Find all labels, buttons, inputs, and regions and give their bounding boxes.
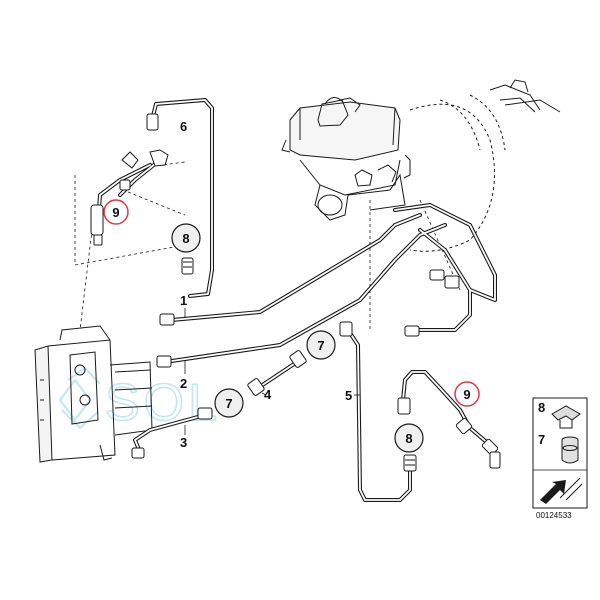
callout-4: 4: [261, 387, 272, 402]
callout-2: 2: [180, 360, 187, 391]
callout-7-center-circle: [306, 330, 336, 360]
abs-unit: [34, 325, 153, 463]
callout-6: 6: [180, 119, 187, 134]
callout-8-left-label: 8: [182, 231, 189, 246]
callout-4-label: 4: [264, 387, 272, 402]
part-number: 00124533: [536, 511, 572, 520]
watermark: SOL: [58, 366, 221, 433]
callout-5: 5: [345, 388, 360, 403]
callout-7-center: 7: [306, 330, 336, 360]
callout-9-right: 9: [454, 381, 480, 407]
callout-9-right-circle: [454, 381, 480, 407]
callout-9-right-label: 9: [463, 387, 470, 402]
callout-8-right-circle: [394, 423, 424, 453]
arrow-icon: [536, 474, 584, 504]
watermark-text: SOL: [105, 374, 221, 432]
callout-2-label: 2: [180, 376, 187, 391]
callout-7-left-circle: [214, 388, 244, 418]
clip-icon: [551, 405, 581, 429]
callout-7-center-label: 7: [317, 338, 324, 353]
callout-6-label: 6: [180, 119, 187, 134]
callout-1-label: 1: [180, 293, 187, 308]
parts-legend: 8 7 00124533: [532, 397, 588, 520]
callout-7-left-label: 7: [225, 396, 232, 411]
callout-8-left-circle: [171, 223, 201, 253]
callout-5-label: 5: [345, 388, 352, 403]
callout-1: 1: [180, 293, 187, 318]
callout-9-left-circle: [103, 199, 129, 225]
callout-8-right-label: 8: [405, 431, 412, 446]
callout-9-left: 9: [103, 199, 129, 225]
legend-item-8-label: 8: [538, 400, 545, 415]
legend-item-7-label: 7: [538, 432, 545, 447]
callout-7-left: 7: [214, 388, 244, 418]
callout-3-label: 3: [180, 435, 187, 450]
callout-8-left: 8: [171, 223, 201, 253]
fittings: [90, 113, 501, 472]
master-cylinder-assembly: [281, 79, 561, 252]
callout-8-right: 8: [394, 423, 424, 453]
callout-9-left-label: 9: [112, 205, 119, 220]
callout-3: 3: [180, 425, 187, 450]
grommet-icon: [561, 436, 579, 464]
